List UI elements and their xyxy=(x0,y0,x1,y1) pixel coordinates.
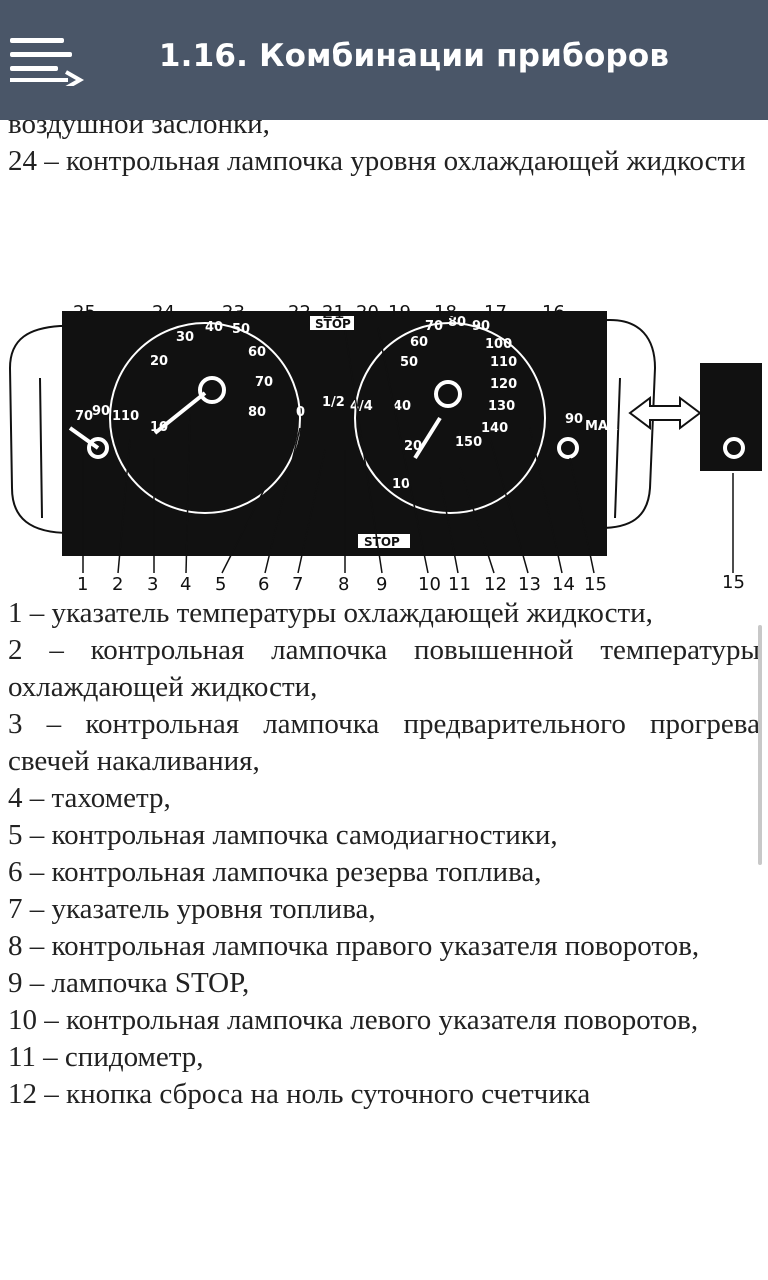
legend-item: 1 – указатель температуры охлаждающей жи… xyxy=(8,597,653,629)
legend-item: 7 – указатель уровня топлива, xyxy=(8,893,376,925)
svg-text:60: 60 xyxy=(248,345,266,360)
callout-9: 9 xyxy=(376,574,387,593)
callout-5: 5 xyxy=(215,574,226,593)
legend-item: 3 – контрольная лампочка предварительног… xyxy=(8,708,760,777)
callout-4: 4 xyxy=(180,574,191,593)
callout-12: 12 xyxy=(484,574,507,593)
svg-text:10: 10 xyxy=(150,420,168,435)
svg-text:90: 90 xyxy=(92,404,110,419)
svg-text:0: 0 xyxy=(296,405,305,420)
callout-7: 7 xyxy=(292,574,303,593)
app-bar: 1.16. Комбинации приборов xyxy=(0,0,768,120)
svg-text:20: 20 xyxy=(150,354,168,369)
speedometer-dial xyxy=(354,322,546,514)
callout-18: 18 xyxy=(434,302,457,323)
callout-21: 21 xyxy=(322,302,345,323)
svg-text:70: 70 xyxy=(75,409,93,424)
callout-23: 23 xyxy=(222,302,245,323)
svg-text:70: 70 xyxy=(255,375,273,390)
svg-text:40: 40 xyxy=(205,320,223,335)
callout-15-side: 15 xyxy=(722,572,745,593)
menu-arrow-icon xyxy=(10,38,85,90)
callout-25: 25 xyxy=(73,302,96,323)
callout-16: 16 xyxy=(542,302,565,323)
legend-item-24: 24 – контрольная лампочка уровня охлажда… xyxy=(8,145,746,177)
legend-item: 9 – лампочка STOP, xyxy=(8,967,250,999)
callout-17: 17 xyxy=(484,302,507,323)
svg-text:110: 110 xyxy=(490,355,517,370)
svg-text:110: 110 xyxy=(112,409,139,424)
svg-text:70: 70 xyxy=(425,319,443,334)
legend-list: 1 – указатель температуры охлаждающей жи… xyxy=(0,595,768,1113)
svg-text:4/4: 4/4 xyxy=(350,399,373,414)
legend-item: 8 – контрольная лампочка правого указате… xyxy=(8,930,700,962)
callout-20: 20 xyxy=(356,302,379,323)
svg-text:80: 80 xyxy=(248,405,266,420)
svg-text:140: 140 xyxy=(481,421,508,436)
svg-text:100: 100 xyxy=(485,337,512,352)
callout-3: 3 xyxy=(147,574,158,593)
tachometer-dial xyxy=(109,322,301,514)
callout-13: 13 xyxy=(518,574,541,593)
article-content: воздушной заслонки, 24 – контрольная лам… xyxy=(0,120,768,1280)
legend-item: 12 – кнопка сброса на ноль суточного сче… xyxy=(8,1078,591,1110)
svg-text:80: 80 xyxy=(448,315,466,330)
svg-text:50: 50 xyxy=(400,355,418,370)
legend-item: 2 – контрольная лампочка повышенной темп… xyxy=(8,634,760,703)
callout-19: 19 xyxy=(388,302,411,323)
svg-text:20: 20 xyxy=(404,439,422,454)
stop-label-bottom: STOP xyxy=(364,535,400,549)
svg-text:1/2: 1/2 xyxy=(322,395,345,410)
svg-text:MAX: MAX xyxy=(585,419,618,434)
svg-text:120: 120 xyxy=(490,377,517,392)
oil-gauge-insert xyxy=(700,363,762,471)
callout-10: 10 xyxy=(418,574,441,593)
legend-item: 4 – тахометр, xyxy=(8,782,171,814)
callout-8: 8 xyxy=(338,574,349,593)
svg-text:90: 90 xyxy=(472,319,490,334)
svg-text:60: 60 xyxy=(410,335,428,350)
text-line: воздушной заслонки, xyxy=(8,120,270,140)
callout-24: 24 xyxy=(152,302,175,323)
callout-15: 15 xyxy=(584,574,607,593)
svg-text:50: 50 xyxy=(232,322,250,337)
svg-text:130: 130 xyxy=(488,399,515,414)
svg-text:10: 10 xyxy=(392,477,410,492)
svg-text:90: 90 xyxy=(565,412,583,427)
menu-button[interactable] xyxy=(8,36,85,90)
legend-item: 11 – спидометр, xyxy=(8,1041,204,1073)
legend-item: 10 – контрольная лампочка левого указате… xyxy=(8,1004,699,1036)
legend-item: 5 – контрольная лампочка самодиагностики… xyxy=(8,819,558,851)
legend-item: 6 – контрольная лампочка резерва топлива… xyxy=(8,856,542,888)
stop-label-top: STOP xyxy=(315,317,351,331)
callout-22: 22 xyxy=(288,302,311,323)
scrollbar[interactable] xyxy=(758,625,762,865)
callout-14: 14 xyxy=(552,574,575,593)
svg-text:40: 40 xyxy=(393,399,411,414)
callout-2: 2 xyxy=(112,574,123,593)
svg-text:150: 150 xyxy=(455,435,482,450)
page-title: 1.16. Комбинации приборов xyxy=(158,38,670,74)
callout-1: 1 xyxy=(77,574,88,593)
callout-11: 11 xyxy=(448,574,471,593)
callout-6: 6 xyxy=(258,574,269,593)
svg-text:30: 30 xyxy=(176,330,194,345)
